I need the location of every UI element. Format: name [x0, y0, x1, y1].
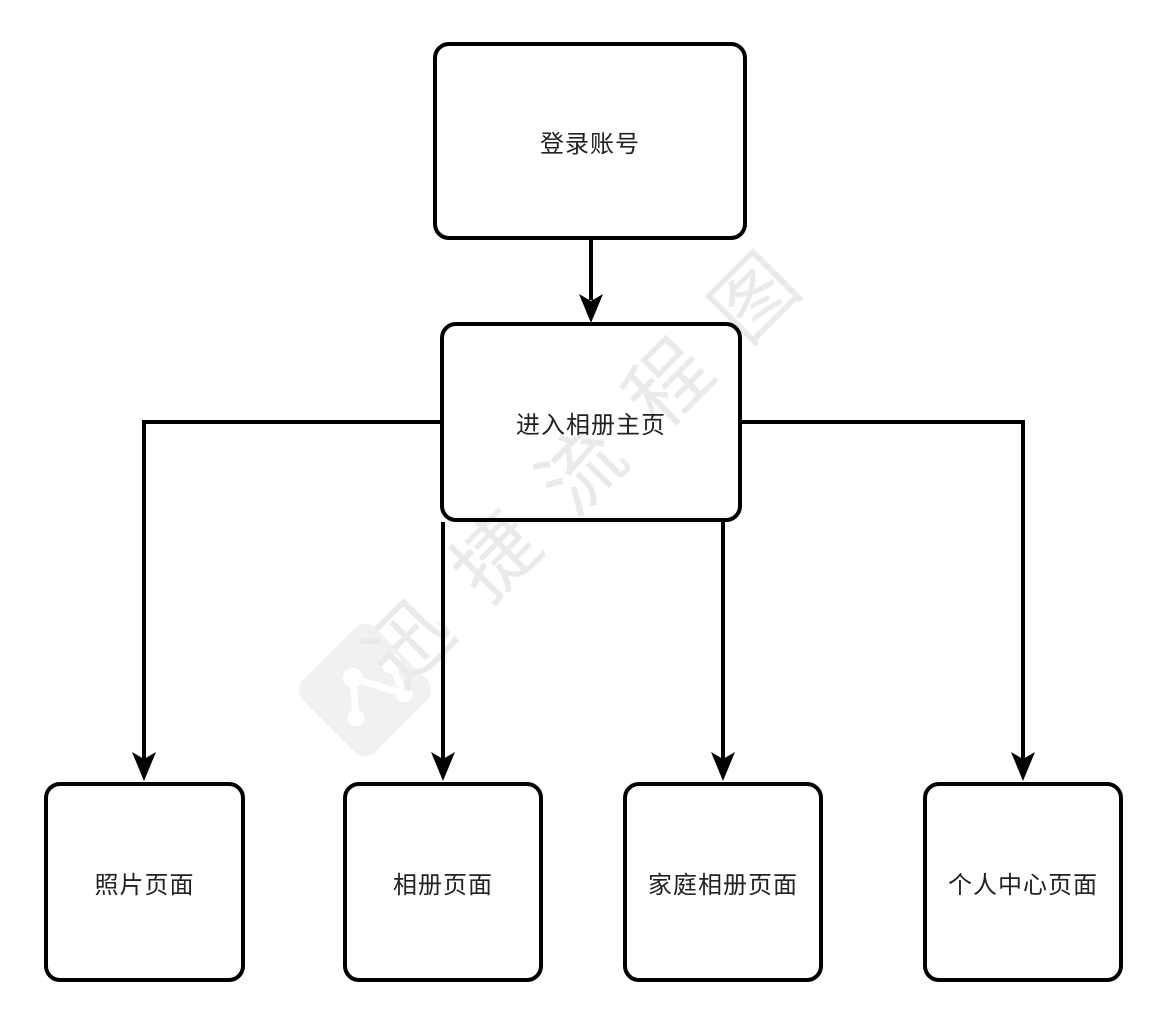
- connector-home-profile: [742, 420, 1035, 781]
- connector-login-home: [579, 240, 603, 323]
- flow-node-profile-page-label: 个人中心页面: [948, 870, 1098, 899]
- connector-home-albums: [431, 522, 455, 781]
- flow-node-family-album-page-label: 家庭相册页面: [648, 870, 798, 899]
- flow-node-login: 登录账号: [433, 42, 747, 240]
- connector-home-photos: [132, 420, 440, 781]
- flow-node-family-album-page: 家庭相册页面: [623, 782, 823, 982]
- flow-node-photos-page: 照片页面: [44, 782, 245, 982]
- flow-node-login-label: 登录账号: [540, 129, 640, 158]
- flow-node-photos-page-label: 照片页面: [94, 870, 195, 899]
- flow-node-profile-page: 个人中心页面: [923, 782, 1123, 982]
- flow-node-album-home-label: 进入相册主页: [516, 410, 666, 439]
- flow-node-album-home: 进入相册主页: [440, 322, 742, 522]
- flow-node-albums-page-label: 相册页面: [393, 870, 493, 899]
- flow-node-albums-page: 相册页面: [343, 782, 543, 982]
- connector-home-family: [711, 522, 735, 781]
